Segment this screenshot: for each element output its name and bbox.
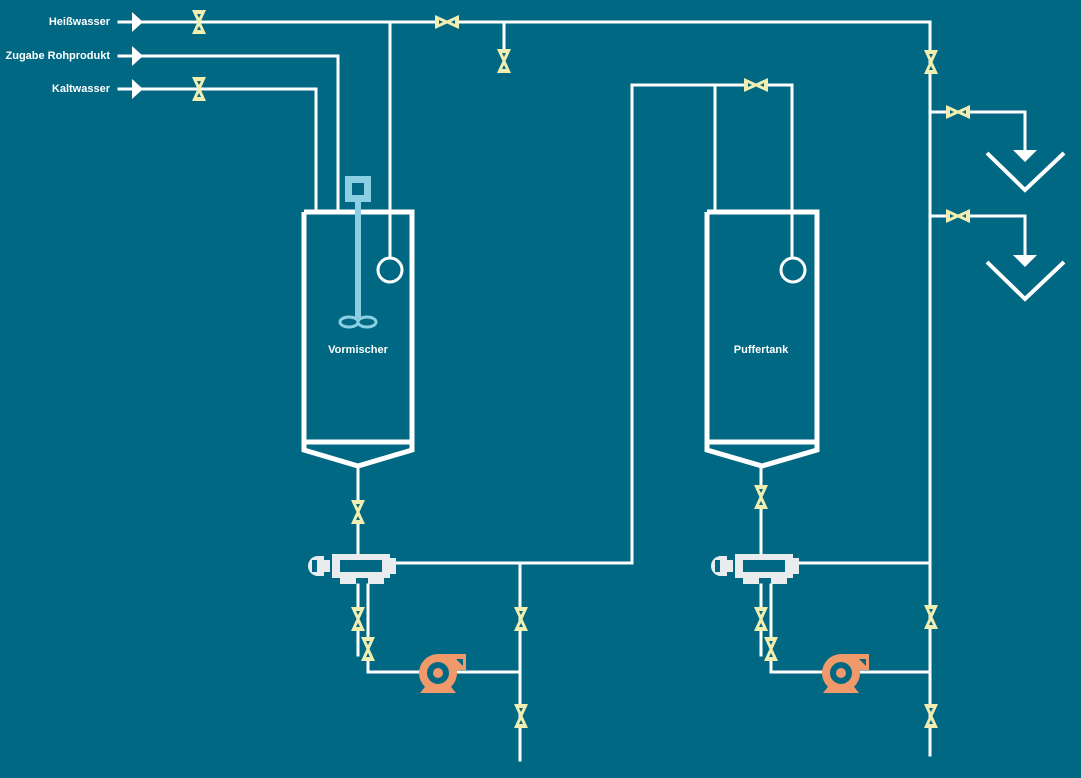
filter-unit-2[interactable] xyxy=(711,554,799,584)
tank-puffertank[interactable]: Puffertank xyxy=(704,209,820,469)
valve-icon[interactable] xyxy=(946,209,970,223)
valve-icon[interactable] xyxy=(924,704,938,728)
tank-label-puffertank: Puffertank xyxy=(734,344,789,356)
valve-icon[interactable] xyxy=(497,49,511,73)
valve-icon[interactable] xyxy=(361,637,375,661)
input-arrow-hot-water xyxy=(117,12,143,32)
valve-icon[interactable] xyxy=(192,10,206,34)
tank-label-vormischer: Vormischer xyxy=(328,344,388,356)
valve-icon[interactable] xyxy=(514,704,528,728)
valve-icon[interactable] xyxy=(754,485,768,509)
pump-2-icon[interactable] xyxy=(822,654,869,693)
valve-icon[interactable] xyxy=(924,50,938,74)
level-sensor-icon xyxy=(376,256,404,284)
valve-icon[interactable] xyxy=(351,607,365,631)
input-label-cold-water: Kaltwasser xyxy=(52,83,111,95)
pump-1-icon[interactable] xyxy=(419,654,466,693)
valve-icon[interactable] xyxy=(754,607,768,631)
valve-icon[interactable] xyxy=(946,105,970,119)
valve-icon[interactable] xyxy=(764,637,778,661)
valve-icon[interactable] xyxy=(435,15,459,29)
valve-icon[interactable] xyxy=(924,605,938,629)
agitator-icon xyxy=(338,176,378,329)
input-arrow-raw-product xyxy=(117,46,143,66)
drain-funnel-1 xyxy=(985,150,1066,193)
drain-funnel-2 xyxy=(985,255,1066,302)
pipe-network xyxy=(138,20,1027,762)
level-sensor-icon xyxy=(779,256,807,284)
filter-unit-1[interactable] xyxy=(308,554,396,584)
input-label-hot-water: Heißwasser xyxy=(49,16,111,28)
valve-icon[interactable] xyxy=(351,500,365,524)
valves xyxy=(192,10,970,728)
valve-icon[interactable] xyxy=(744,78,768,92)
input-arrow-cold-water xyxy=(117,79,143,99)
valve-icon[interactable] xyxy=(192,77,206,101)
input-label-raw-product: Zugabe Rohprodukt xyxy=(6,50,111,62)
tank-vormischer[interactable]: Vormischer xyxy=(301,209,415,469)
valve-icon[interactable] xyxy=(514,607,528,631)
